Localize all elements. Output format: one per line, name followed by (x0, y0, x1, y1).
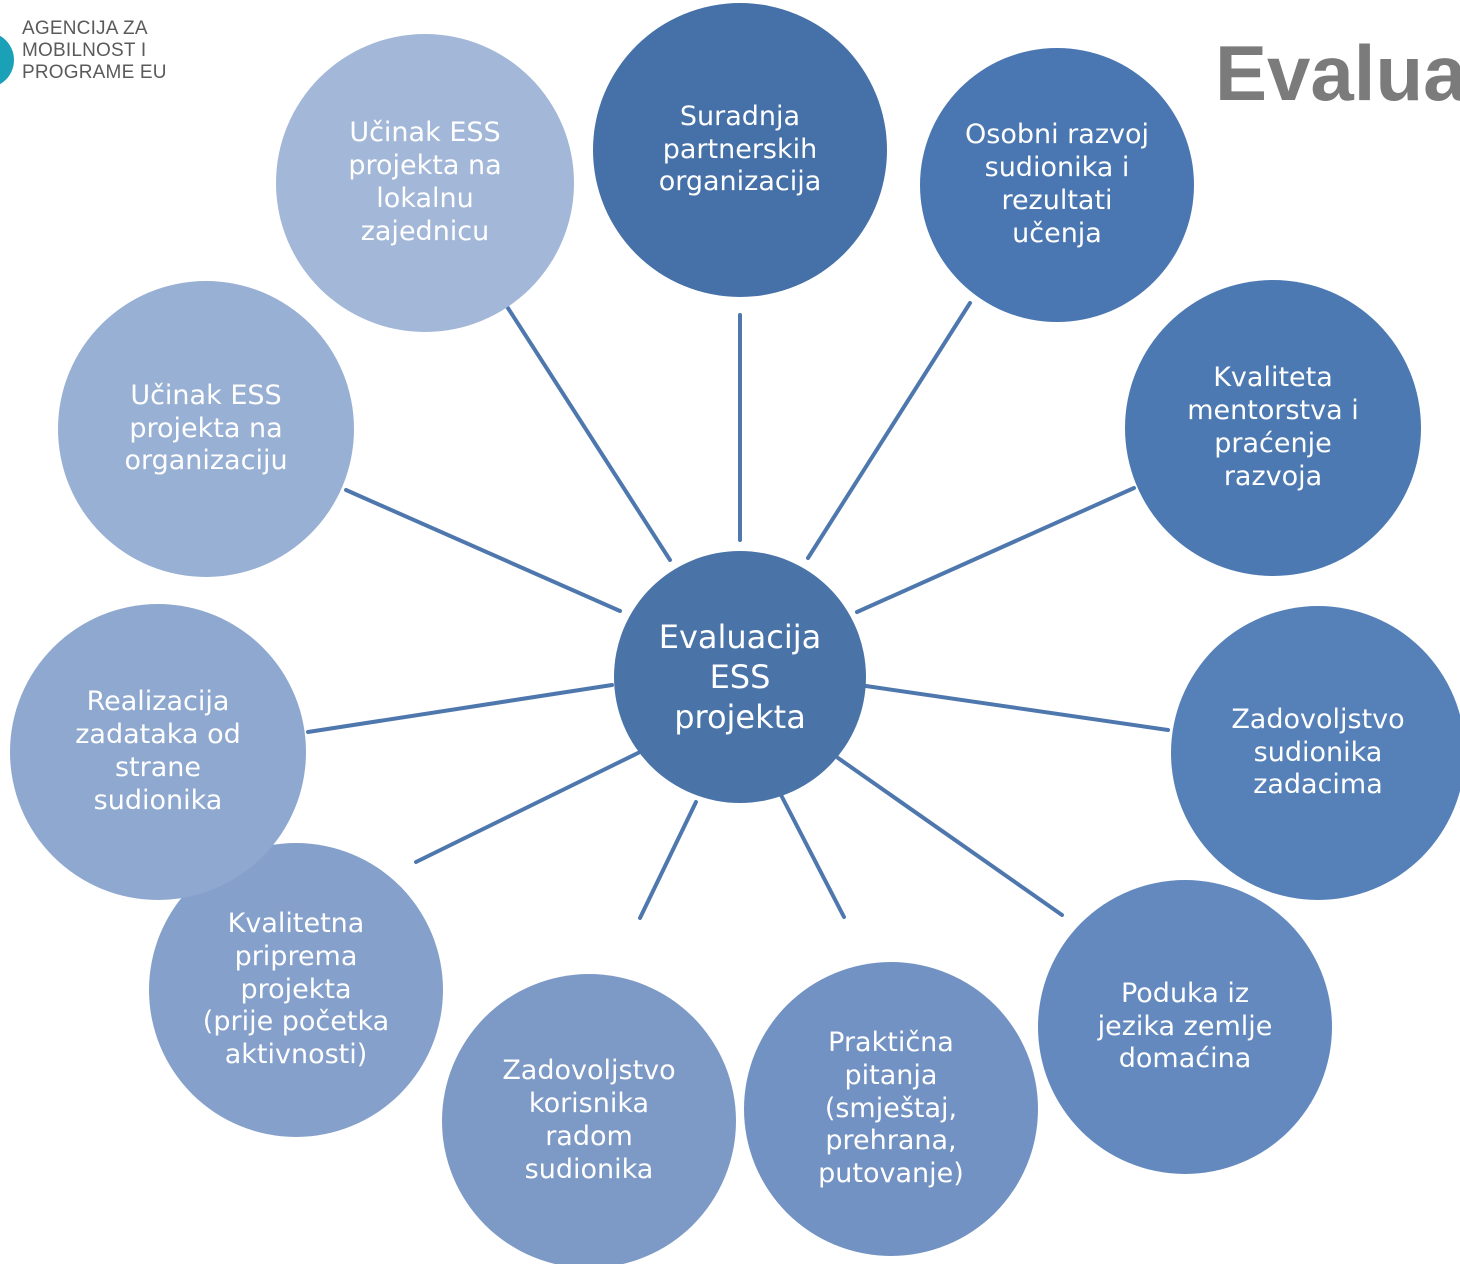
node-label: Zadovoljstvo korisnika radom sudionika (502, 1055, 676, 1185)
slide-title: Evalua (1215, 29, 1460, 117)
logo-mark-icon (0, 32, 14, 88)
node-label: Osobni razvoj sudionika i rezultati učen… (965, 119, 1149, 249)
node-practical-questions: Praktična pitanja (smještaj, prehrana, p… (744, 962, 1038, 1256)
connector-line (855, 486, 1136, 614)
node-task-realization: Realizacija zadataka od strane sudionika (10, 604, 306, 900)
connector-line (638, 800, 698, 920)
logo-text: AGENCIJA ZA MOBILNOST I PROGRAME EU (22, 18, 167, 83)
connector-line (806, 301, 972, 560)
node-label: Učinak ESS projekta na lokalnu zajednicu (348, 117, 502, 247)
node-personal-development: Osobni razvoj sudionika i rezultati učen… (920, 48, 1194, 322)
node-user-satisfaction: Zadovoljstvo korisnika radom sudionika (442, 974, 736, 1264)
connector-line (864, 684, 1170, 732)
node-label: Učinak ESS projekta na organizaciju (124, 379, 288, 477)
node-partner-cooperation: Suradnja partnerskih organizacija (593, 3, 887, 297)
connector-line (504, 303, 672, 562)
connector-line (779, 793, 846, 919)
hub-node: Evaluacija ESS projekta (614, 551, 866, 803)
node-impact-community: Učinak ESS projekta na lokalnu zajednicu (276, 34, 574, 332)
agency-logo: AGENCIJA ZA MOBILNOST I PROGRAME EU (0, 18, 220, 98)
node-label: Zadovoljstvo sudionika zadacima (1231, 703, 1405, 801)
node-label: Suradnja partnerskih organizacija (658, 100, 822, 198)
node-task-satisfaction: Zadovoljstvo sudionika zadacima (1171, 606, 1460, 900)
connector-line (414, 750, 642, 864)
node-language-training: Poduka iz jezika zemlje domaćina (1038, 880, 1332, 1174)
node-label: Poduka iz jezika zemlje domaćina (1097, 977, 1273, 1075)
node-mentoring-quality: Kvaliteta mentorstva i praćenje razvoja (1125, 280, 1421, 576)
node-impact-organization: Učinak ESS projekta na organizaciju (58, 281, 354, 577)
node-label: Kvalitetna priprema projekta (prije poče… (202, 907, 390, 1071)
node-label: Realizacija zadataka od strane sudionika (75, 686, 241, 816)
hub-label: Evaluacija ESS projekta (658, 618, 822, 736)
node-label: Praktična pitanja (smještaj, prehrana, p… (818, 1026, 964, 1190)
connector-line (344, 488, 622, 613)
connector-line (306, 683, 614, 734)
connector-line (836, 756, 1064, 917)
node-label: Kvaliteta mentorstva i praćenje razvoja (1187, 362, 1359, 492)
